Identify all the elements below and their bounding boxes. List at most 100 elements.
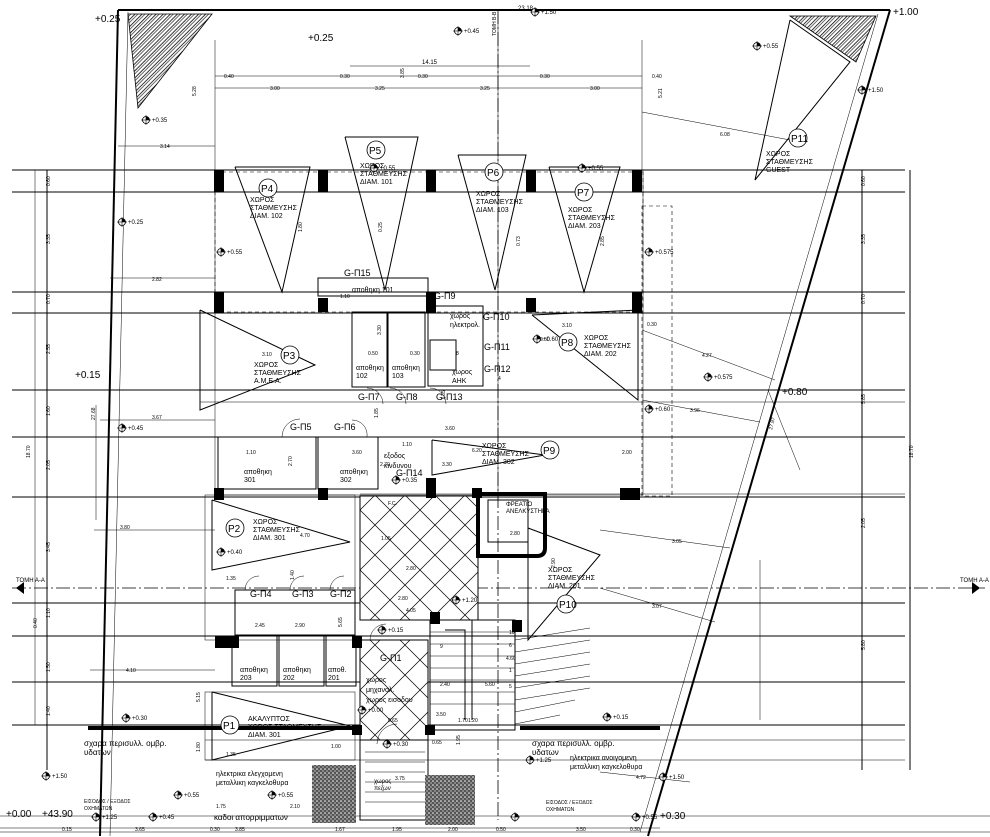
ahk-room-label: ΑΗΚ <box>452 378 467 385</box>
tag-g-π14: G-Π14 <box>396 468 423 478</box>
dim-misc: 3.14 <box>160 144 170 150</box>
level-spot-text: +1.25 <box>102 815 118 821</box>
level-spot-text: +0.575 <box>714 375 733 381</box>
level-spot-text: +0.55 <box>227 250 243 256</box>
dim-misc: 3.10 <box>262 352 272 358</box>
level-spot-text: +1.50 <box>541 10 557 16</box>
level-bottom-left-b: +43.90 <box>42 809 73 820</box>
dim-top-segment: 0.30 <box>540 74 550 80</box>
plot-boundary <box>0 9 990 837</box>
bin-room-hatch-right <box>425 775 475 825</box>
dim-misc: 2.70 <box>288 456 294 466</box>
level-spot-text: +0.15 <box>388 628 404 634</box>
parking-text: ΔΙΑΜ. 201 <box>548 583 581 590</box>
level-spot-text: +0.55 <box>763 44 779 50</box>
dim-misc: 1.35 <box>226 576 236 582</box>
rain-grate-right-label: σχαρα περισυλλ. ομβρ. <box>532 739 615 748</box>
electrical-room-label: χωρος <box>450 313 471 320</box>
dim-misc: 1.80 <box>196 742 202 752</box>
dim-right-vertical: 5.85 <box>861 394 867 404</box>
section-arrow-left <box>16 582 24 594</box>
dim-misc: 0.25 <box>378 222 384 232</box>
fc-label: F.C. <box>388 501 397 507</box>
storage-302: αποθηκη <box>340 469 368 476</box>
parking-text: ΔΙΑΜ. 102 <box>250 213 283 220</box>
rain-grate-left-label: σχαρα περισυλλ. ομβρ. <box>84 739 167 748</box>
rain-grate-left-label: υδατων <box>84 748 111 757</box>
dim-misc: 8 <box>456 351 459 357</box>
level-marker <box>453 26 463 36</box>
gate-left-label: μεταλλικη καγκελοθυρα <box>216 780 288 787</box>
level-spot-text: +0.40 <box>227 550 243 556</box>
storage-302: 302 <box>340 477 352 484</box>
dim-misc: 5.65 <box>338 617 344 627</box>
parking-id: P2 <box>228 524 241 535</box>
dim-misc: 1.75 <box>216 804 226 810</box>
parking-id: P10 <box>559 600 577 611</box>
parking-text: ΧΩΡΟΣ <box>250 197 275 204</box>
mechanical-room-label: χωρος <box>366 677 387 684</box>
level-spot-text: +1.50 <box>669 775 685 781</box>
dim-misc: 0.65 <box>432 740 442 746</box>
ramp-right <box>514 627 591 725</box>
storage-102: αποθηκη <box>356 365 384 372</box>
level-marker <box>510 812 520 822</box>
level-spot-text: +1.25 <box>536 758 552 764</box>
dim-left-vertical: 0.70 <box>46 294 52 304</box>
level-marker <box>703 372 713 382</box>
level-spot-text: +0.60 <box>543 337 559 343</box>
level-spot-text: +0.45 <box>159 815 175 821</box>
dim-misc: 9 <box>440 644 443 650</box>
dim-misc: 3.30 <box>442 462 452 468</box>
level-spot-text: +0.55 <box>380 166 396 172</box>
lift-well-label: ΦΡΕΑΤΙΟ <box>506 502 533 508</box>
dim-misc: 2.80 <box>398 596 408 602</box>
bin-room-label: καδοι απορριμματων <box>214 813 288 822</box>
tag-g-π4: G-Π4 <box>250 589 272 599</box>
storage-202: 202 <box>283 675 295 682</box>
dim-misc: 3.50 <box>436 712 446 718</box>
dim-misc: 2.80 <box>510 531 520 537</box>
level-spot-text: +0.575 <box>655 250 674 256</box>
level-spot-text: +1.50 <box>868 88 884 94</box>
dim-left-vertical: 27.68 <box>91 407 97 420</box>
dim-top-vertical: 3.85 <box>400 68 406 78</box>
dim-top-segment: 3.00 <box>270 86 280 92</box>
level-marker <box>451 595 461 605</box>
dim-misc: 4.70 <box>300 533 310 539</box>
parking-text: ΣΤΑΘΜΕΥΣΗΣ <box>253 527 301 534</box>
storage-201: 201 <box>328 675 340 682</box>
dim-misc: 1.85 <box>441 390 447 400</box>
dim-misc: 4.60 <box>506 656 516 662</box>
parking-text: ΧΩΡΟΣ <box>476 191 501 198</box>
dim-misc: 1 <box>509 668 512 674</box>
corner-hatch-right <box>788 15 877 63</box>
dim-misc: 1.70 <box>458 718 468 724</box>
dim-misc: 5.60 <box>485 682 495 688</box>
dim-bottom: 0.30 <box>630 827 640 833</box>
parking-text: ΑΚΑΛΥΠΤΟΣ <box>248 716 290 723</box>
dim-misc: 1.40 <box>290 570 296 580</box>
tag-g-π2: G-Π2 <box>330 589 352 599</box>
parking-text: ΧΩΡΟΣ <box>584 335 609 342</box>
dim-misc: 2.10 <box>290 804 300 810</box>
level-marker <box>530 7 540 17</box>
dim-misc: 3.60 <box>352 450 362 456</box>
dim-misc: 4.05 <box>406 608 416 614</box>
dim-top-inner: 14.15 <box>422 60 438 66</box>
dim-right-vertical: 2.05 <box>861 518 867 528</box>
dim-misc: 1.80 <box>298 222 304 232</box>
parking-text: ΣΤΑΘΜΕΥΣΗΣ <box>360 171 408 178</box>
parking-text: ΧΩΡΟΣ <box>548 567 573 574</box>
level-top-left: +0.25 <box>95 14 121 25</box>
dim-misc: 1.10 <box>246 450 256 456</box>
dim-bottom: 3.85 <box>235 827 245 833</box>
dim-misc: 3.30 <box>377 325 383 335</box>
vehicle-entry-right-label: ΟΧΗΜΑΤΩΝ <box>546 807 575 813</box>
parking-id: P11 <box>791 134 808 145</box>
dim-right-vertical: 0.70 <box>861 294 867 304</box>
